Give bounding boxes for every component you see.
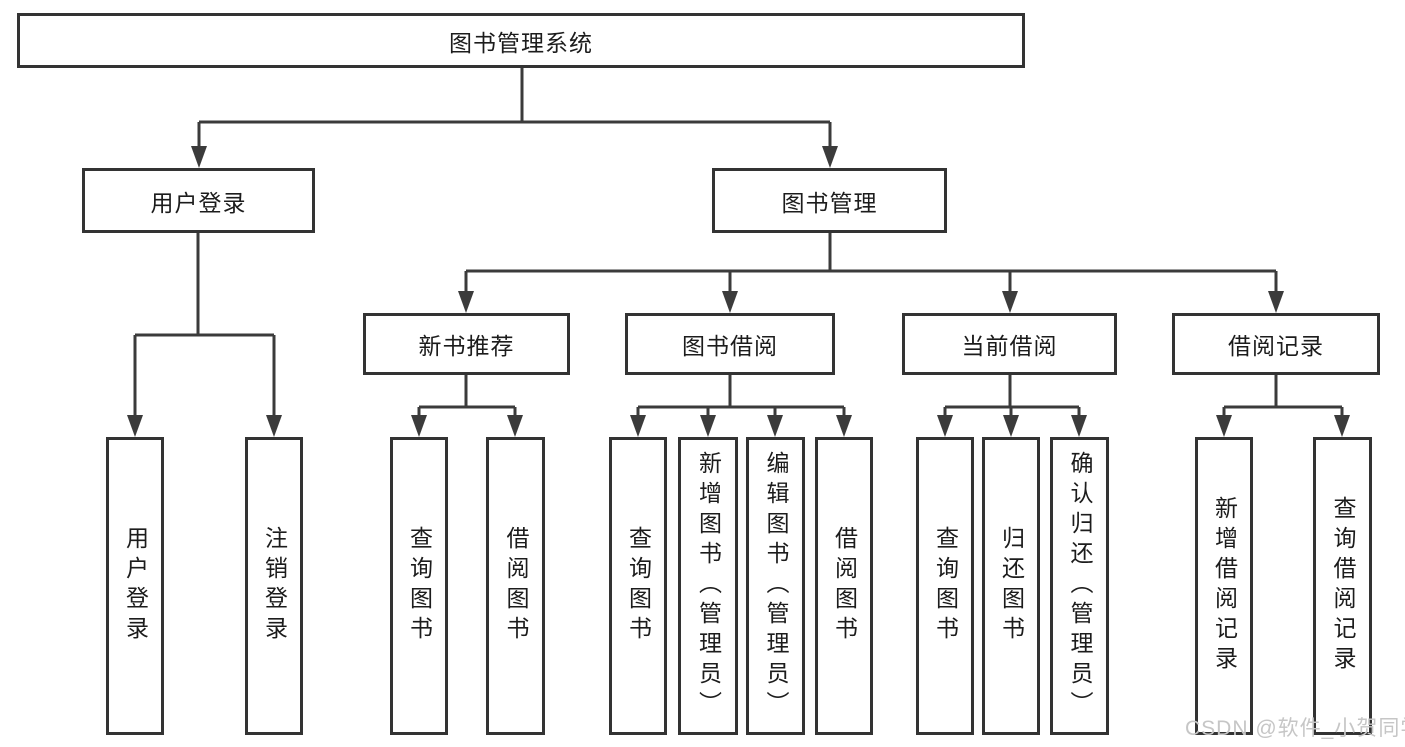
leaf-query-borrow-record: 查询借阅记录: [1313, 437, 1372, 735]
leaf-query-book-2: 查询图书: [609, 437, 667, 735]
arrowhead-icon: [1216, 415, 1232, 437]
connector-new-book-branch: [417, 375, 517, 419]
arrowhead-icon: [411, 415, 427, 437]
connector-book-mgmt-branch: [464, 233, 1278, 295]
arrowhead-icon: [700, 415, 716, 437]
node-current-borrow: 当前借阅: [902, 313, 1117, 375]
arrowhead-icon: [1334, 415, 1350, 437]
arrowhead-icon: [507, 415, 523, 437]
leaf-borrow-book-1: 借阅图书: [486, 437, 545, 735]
connector-book-borrow-branch: [636, 375, 846, 419]
node-book-borrow: 图书借阅: [625, 313, 835, 375]
arrowhead-icon: [458, 291, 474, 313]
arrowhead-icon: [767, 415, 783, 437]
arrowhead-icon: [266, 415, 282, 437]
leaf-add-book-admin: 新增图书（管理员）: [678, 437, 738, 735]
node-root: 图书管理系统: [17, 13, 1025, 68]
arrowhead-icon: [127, 415, 143, 437]
arrowhead-icon: [937, 415, 953, 437]
leaf-add-borrow-record: 新增借阅记录: [1195, 437, 1253, 735]
connector-current-borrow-branch: [943, 375, 1081, 419]
arrowhead-icon: [822, 146, 838, 168]
node-user-login: 用户登录: [82, 168, 315, 233]
leaf-confirm-return-admin: 确认归还（管理员）: [1050, 437, 1109, 735]
connector-borrow-records-branch: [1222, 375, 1344, 419]
connector-root-branch: [197, 68, 832, 150]
node-borrow-records: 借阅记录: [1172, 313, 1380, 375]
leaf-user-login: 用户登录: [106, 437, 164, 735]
arrowhead-icon: [1268, 291, 1284, 313]
leaf-logout: 注销登录: [245, 437, 303, 735]
leaf-borrow-book-2: 借阅图书: [815, 437, 873, 735]
connector-user-login-branch: [133, 233, 276, 419]
arrowhead-icon: [722, 291, 738, 313]
csdn-watermark: CSDN @软件_小贺同学: [1185, 717, 1405, 740]
arrowhead-icon: [630, 415, 646, 437]
arrowhead-icon: [1071, 415, 1087, 437]
arrowhead-icon: [191, 146, 207, 168]
arrowhead-icon: [1003, 415, 1019, 437]
arrowhead-icon: [836, 415, 852, 437]
leaf-query-book-1: 查询图书: [390, 437, 448, 735]
leaf-return-book: 归还图书: [982, 437, 1040, 735]
node-new-book-rec: 新书推荐: [363, 313, 570, 375]
node-book-mgmt: 图书管理: [712, 168, 947, 233]
leaf-edit-book-admin: 编辑图书（管理员）: [746, 437, 805, 735]
leaf-query-book-3: 查询图书: [916, 437, 974, 735]
arrowhead-icon: [1002, 291, 1018, 313]
